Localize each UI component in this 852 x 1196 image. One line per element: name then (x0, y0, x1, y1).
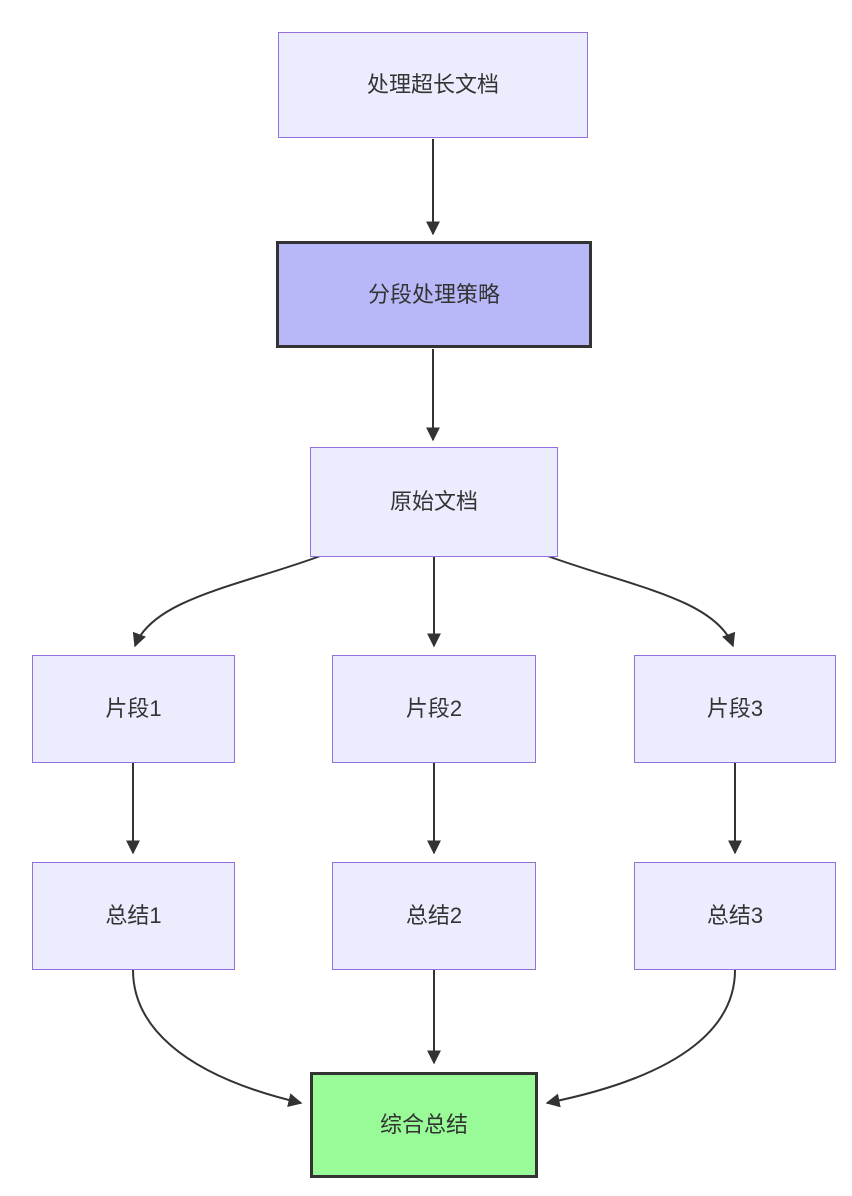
node-process-long-document: 处理超长文档 (278, 32, 588, 138)
node-label: 片段1 (105, 696, 162, 721)
edge-sum1-final (132, 969, 303, 1107)
node-summary-1: 总结1 (32, 862, 235, 970)
node-label: 总结1 (105, 903, 162, 928)
node-segmentation-strategy: 分段处理策略 (276, 241, 592, 348)
node-label: 片段3 (706, 696, 764, 721)
node-label: 片段2 (405, 696, 463, 721)
node-segment-3: 片段3 (634, 655, 836, 763)
edge-doc-seg1 (132, 554, 324, 648)
edge-sum3-final (545, 969, 736, 1108)
node-label: 总结3 (706, 903, 764, 928)
node-label: 分段处理策略 (367, 281, 500, 307)
node-original-document: 原始文档 (310, 447, 558, 557)
node-label: 处理超长文档 (366, 72, 499, 97)
node-label: 综合总结 (379, 1112, 468, 1137)
node-segment-2: 片段2 (332, 655, 536, 763)
node-label: 总结2 (405, 903, 463, 928)
node-summary-2: 总结2 (332, 862, 536, 970)
node-label: 原始文档 (389, 489, 478, 514)
edge-doc-seg3 (544, 554, 736, 648)
node-summary-3: 总结3 (634, 862, 836, 970)
node-combined-summary: 综合总结 (310, 1072, 538, 1178)
node-segment-1: 片段1 (32, 655, 235, 763)
